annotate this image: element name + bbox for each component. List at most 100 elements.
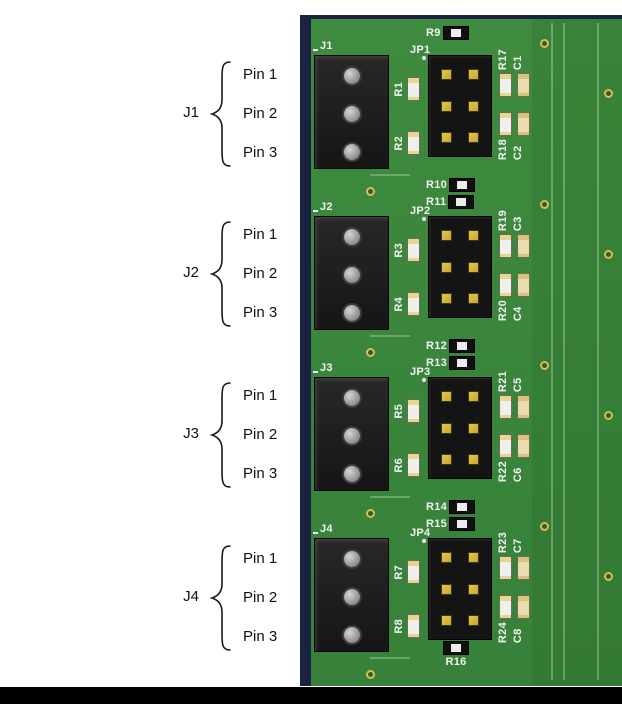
jumper-header-jp1: [428, 55, 492, 157]
component-chips: [498, 112, 530, 136]
top-resistors: R12 R13: [426, 337, 476, 371]
pin-label: Pin 2: [243, 588, 278, 606]
jumper-label-text: JP2: [410, 205, 431, 217]
header-pin: [441, 583, 452, 595]
right-components-bottom: R20 C4: [497, 273, 530, 322]
resistor-label: R6: [393, 457, 405, 473]
pin-label: Pin 3: [243, 143, 278, 161]
pcb-section-j4: R14 R15 J4 JP4: [300, 498, 622, 660]
right-components-top: R17 C1: [497, 49, 530, 98]
silkscreen-tick: [313, 531, 318, 534]
jumper-header-jp2: [428, 216, 492, 318]
resistor-label: R15: [426, 517, 448, 530]
header-pin: [441, 454, 452, 465]
component-labels: R22 C6: [497, 461, 524, 482]
smd-resistor: [407, 614, 420, 638]
header-pin: [441, 230, 452, 241]
jumper-label-text: JP4: [410, 527, 431, 539]
annotation-group-j4: J4 Pin 1 Pin 2 Pin 3: [165, 542, 305, 654]
smd-resistor: [499, 73, 512, 98]
annotation-group-j1: J1 Pin 1 Pin 2 Pin 3: [165, 58, 305, 170]
right-components-bottom: R22 C6: [497, 434, 530, 482]
header-pin: [441, 615, 452, 626]
silkscreen-connector-label: J4: [313, 524, 333, 535]
component-labels: R18 C2: [497, 139, 524, 160]
right-components-top: R19 C3: [497, 210, 530, 259]
smd-resistor: [407, 453, 420, 477]
top-resistors: R9: [426, 7, 469, 41]
component-labels: R24 C8: [497, 622, 524, 643]
via: [604, 572, 613, 581]
pin-label: Pin 2: [243, 425, 278, 443]
brace: [209, 545, 231, 651]
via: [540, 522, 549, 531]
capacitor-label: C1: [512, 55, 524, 71]
right-components-bottom: R18 C2: [497, 112, 530, 160]
component-labels: R17 C1: [497, 49, 524, 71]
smd-capacitor: [517, 112, 530, 136]
smd-capacitor: [517, 434, 530, 458]
pin1-marker-dot: [422, 56, 426, 60]
bottom-black-bar: [0, 687, 622, 704]
pcb-section-j3: R12 R13 J3 JP3: [300, 337, 622, 499]
silkscreen-connector-label: J2: [313, 202, 333, 213]
connector-pin-2: [341, 104, 362, 124]
pin-label-list: Pin 1 Pin 2 Pin 3: [243, 542, 277, 652]
resistor-label: R20: [497, 300, 509, 322]
resistor-label: R2: [393, 135, 405, 151]
resistor-label: R13: [426, 356, 448, 369]
brace: [209, 61, 231, 167]
via: [604, 411, 613, 420]
pin-label: Pin 3: [243, 464, 278, 482]
smd-resistor: [499, 234, 512, 259]
smd-resistor: [407, 399, 420, 423]
resistor-label: R10: [426, 178, 448, 191]
component-chips: [498, 234, 530, 259]
smd-resistor: [443, 641, 469, 655]
connector-pin-2: [341, 426, 362, 446]
component-chips: [498, 434, 530, 458]
smd-resistor: [499, 595, 512, 619]
smd-resistor: [499, 273, 512, 297]
resistor-label: R14: [426, 500, 448, 513]
resistor-label: R21: [497, 371, 509, 393]
right-components-top: R21 C5: [497, 371, 530, 420]
pin-label: Pin 1: [243, 65, 278, 83]
smd-capacitor: [517, 234, 530, 259]
component-labels: R20 C4: [497, 300, 524, 322]
header-pin: [468, 230, 479, 241]
annotation-group-j2: J2 Pin 1 Pin 2 Pin 3: [165, 218, 305, 330]
resistor-label: R23: [497, 532, 509, 554]
resistor-body: [457, 520, 468, 528]
right-components-top: R23 C7: [497, 532, 530, 581]
resistor-body: [450, 29, 461, 37]
smd-resistor: [449, 356, 476, 370]
pcb-board: R9 J1 JP1 R1: [300, 15, 622, 686]
smd-resistor: [407, 131, 420, 155]
smd-resistor: [407, 238, 420, 262]
header-pin: [468, 261, 479, 273]
pin-label: Pin 1: [243, 549, 278, 567]
left-resistor-top: R1: [393, 77, 420, 101]
header-pin: [468, 100, 479, 112]
capacitor-label: C4: [512, 306, 524, 322]
connector-label-text: J3: [320, 362, 333, 374]
component-chips: [498, 595, 530, 619]
jumper-label-text: JP1: [410, 44, 431, 56]
connector-name-label: J2: [183, 264, 199, 281]
silkscreen-jumper-label: JP1: [410, 40, 430, 58]
connector-block-j4: [314, 538, 389, 652]
jumper-header-jp4: [428, 538, 492, 640]
resistor-label: R19: [497, 210, 509, 232]
left-resistor-top: R7: [393, 560, 420, 584]
header-pin: [441, 132, 452, 143]
smd-resistor-with-label: R14: [426, 499, 476, 515]
smd-resistor-with-label: R10: [426, 177, 476, 193]
left-resistor-bottom: R2: [393, 131, 420, 155]
capacitor-label: C3: [512, 216, 524, 232]
component-labels: R21 C5: [497, 371, 524, 393]
smd-resistor: [442, 26, 469, 40]
left-resistor-bottom: R4: [393, 292, 420, 316]
pin-label: Pin 2: [243, 104, 278, 122]
smd-resistor: [407, 77, 420, 101]
